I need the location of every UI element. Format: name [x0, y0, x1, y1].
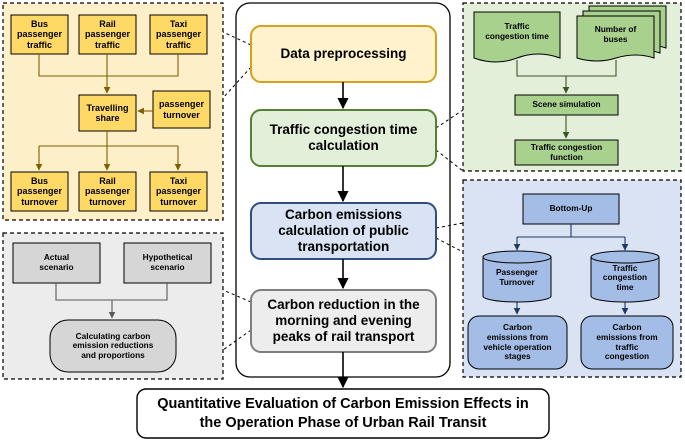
passenger-turnover-box: passenger turnover: [158, 99, 205, 120]
taxi-passenger-traffic-box: Taxi passenger traffic: [155, 18, 202, 50]
rail-passenger-turnover-box: Rail passenger turnover: [84, 175, 131, 207]
rail-passenger-traffic-box: Rail passenger traffic: [84, 18, 131, 50]
data-preprocessing-text: Data preprocessing: [280, 45, 407, 61]
conclusion-label: Quantitative Evaluation of Carbon Emissi…: [137, 389, 549, 438]
travelling-share-box: Travelling share: [86, 102, 129, 123]
traffic-congestion-time-doc-label: Traffic congestion time: [485, 21, 549, 41]
actual-scenario-box: Actual scenario: [39, 252, 74, 272]
carbon-reduction-text: Carbon reduction in the morning and even…: [267, 296, 420, 345]
conclusion-box: [136, 388, 550, 439]
traffic-congestion-time-cylinder: Traffic congestion time: [602, 262, 648, 292]
calculating-reductions-box: Calculating carbon emission reductions a…: [72, 330, 154, 360]
step-carbon-reduction-label: Carbon reduction in the morning and even…: [251, 290, 436, 352]
traffic-congestion-function-box: Traffic congestion function: [530, 141, 603, 162]
step-data-preprocessing-label: Data preprocessing: [251, 26, 436, 82]
conclusion-text: Quantitative Evaluation of Carbon Emissi…: [157, 396, 529, 431]
bus-passenger-turnover-box: Bus passenger turnover: [16, 175, 63, 207]
number-of-buses-doc-label: Number of buses: [594, 24, 637, 44]
carbon-emissions-text: Carbon emissions calculation of public t…: [278, 206, 409, 255]
passenger-turnover-cylinder: Passenger Turnover: [496, 267, 538, 287]
number-of-buses-doc: [576, 5, 667, 62]
bottom-up-box: Bottom-Up: [549, 203, 593, 214]
hypothetical-scenario-box: Hypothetical scenario: [142, 252, 193, 272]
step-carbon-emissions-label: Carbon emissions calculation of public t…: [251, 203, 436, 259]
emissions-vehicle-operation-box: Carbon emissions from vehicle operation …: [483, 322, 552, 362]
step-congestion-time-label: Traffic congestion time calculation: [251, 110, 436, 166]
cylinders: [482, 250, 660, 303]
congestion-time-text: Traffic congestion time calculation: [269, 121, 418, 153]
bus-passenger-traffic-box: Bus passenger traffic: [16, 18, 63, 50]
congestion-time-doc: [473, 11, 561, 63]
taxi-passenger-turnover-box: Taxi passenger turnover: [155, 175, 202, 207]
panel-connectors: [222, 31, 464, 351]
scene-simulation-box: Scene simulation: [532, 99, 601, 110]
emissions-traffic-congestion-box: Carbon emissions from traffic congestion: [596, 322, 658, 362]
